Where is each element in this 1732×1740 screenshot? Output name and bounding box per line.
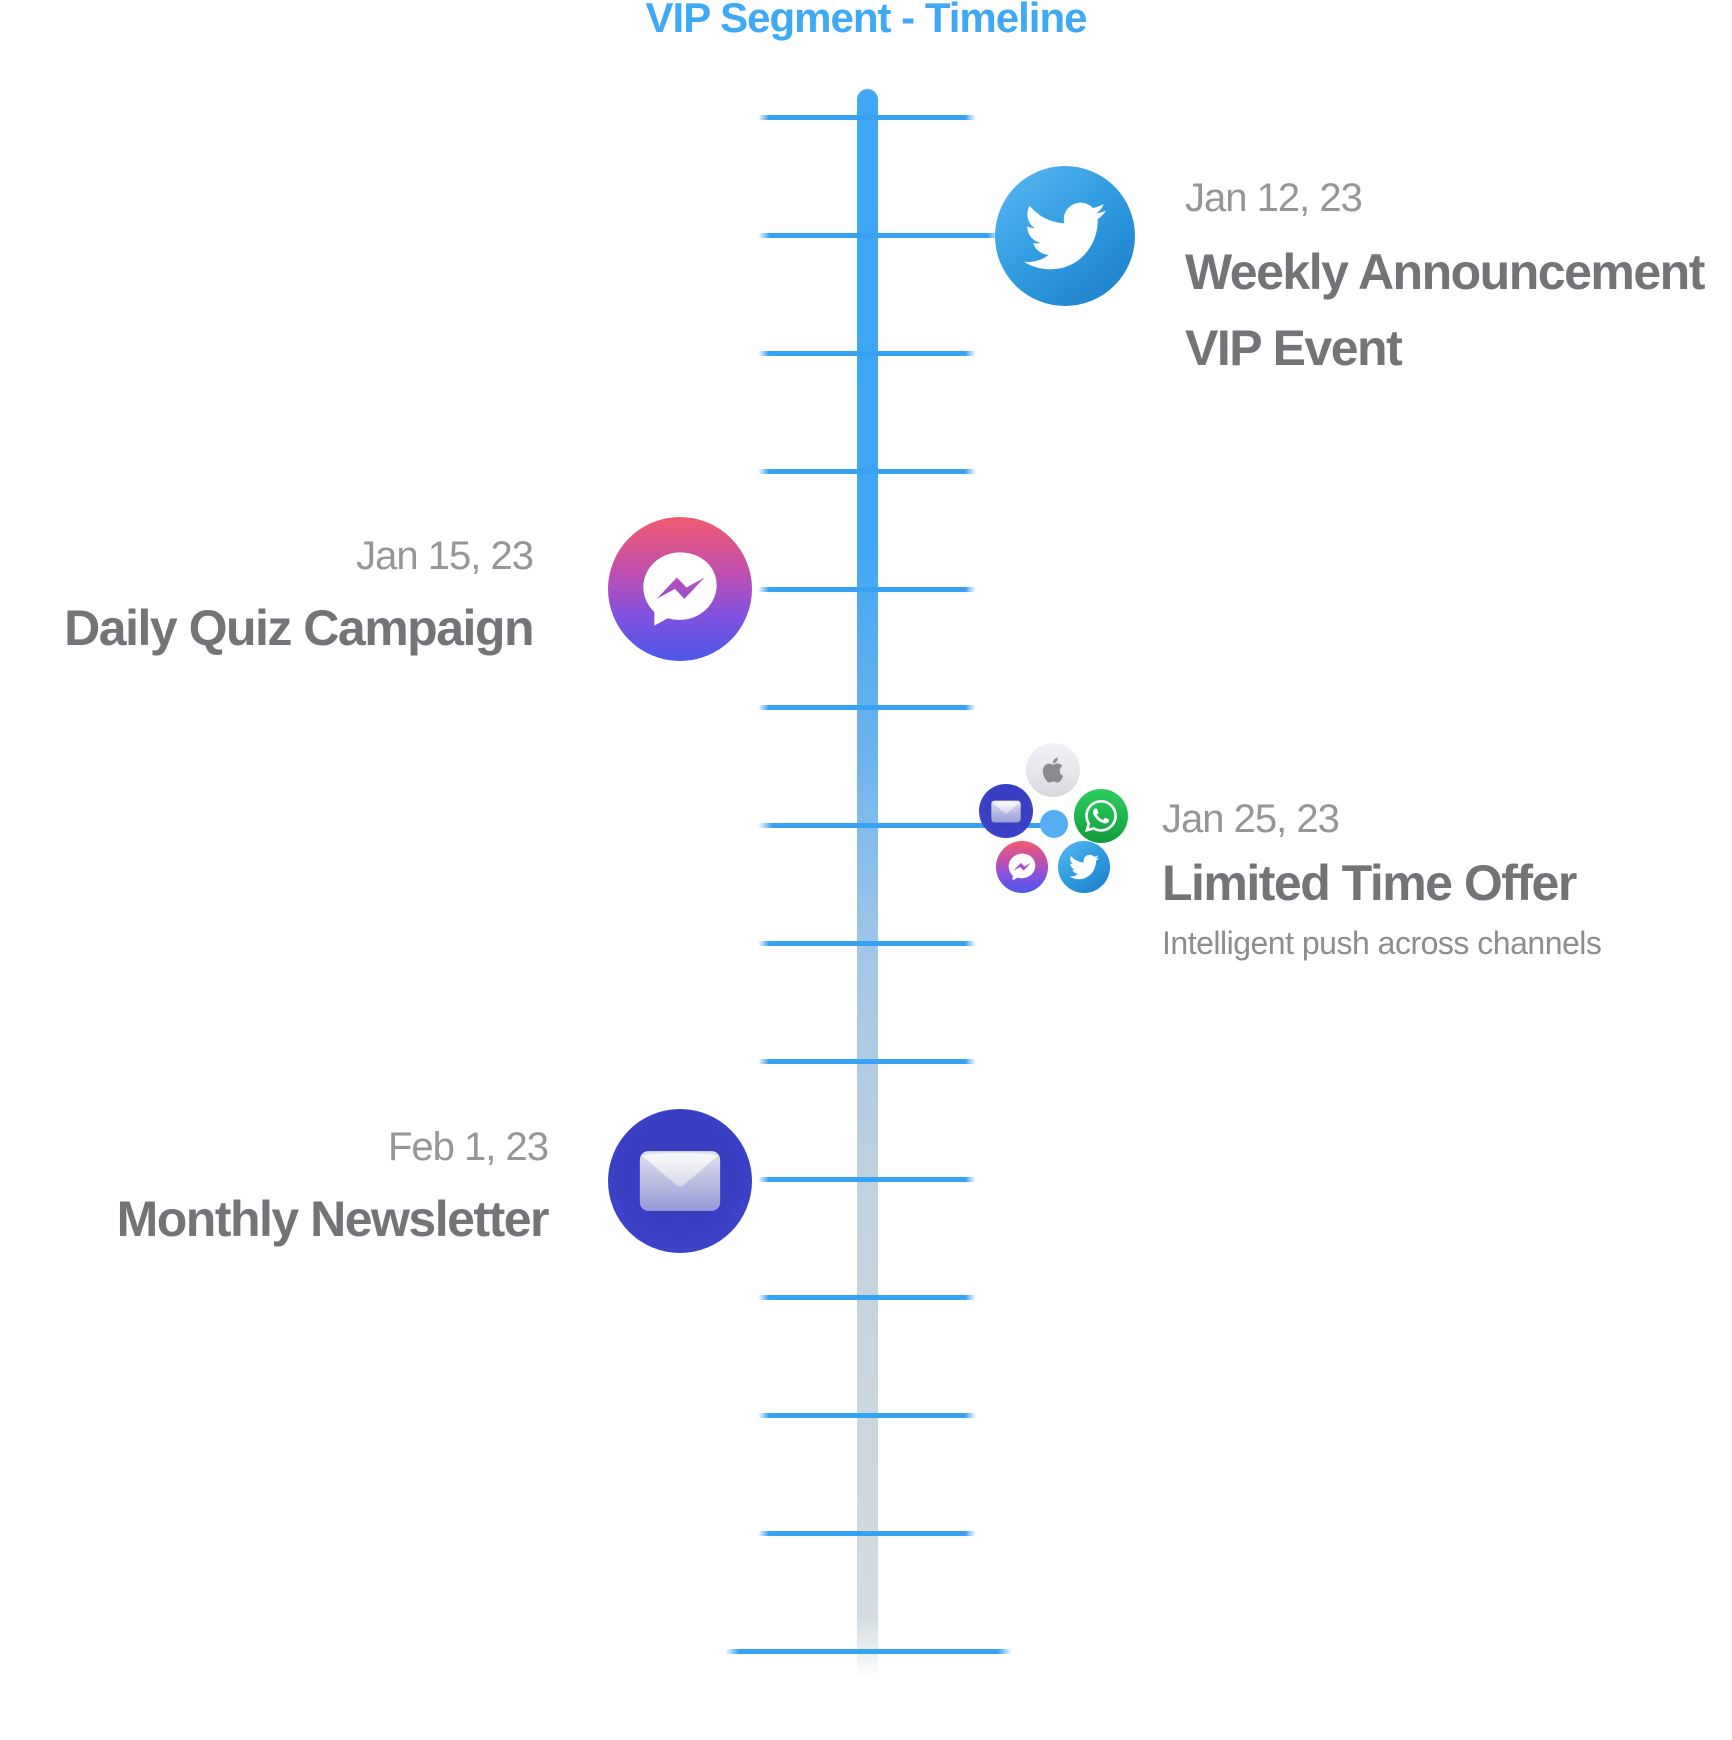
axis-tick bbox=[758, 350, 976, 356]
event-title-line: Monthly Newsletter bbox=[116, 1191, 550, 1247]
axis-tick bbox=[758, 1530, 976, 1536]
timeline-node-dot[interactable] bbox=[1040, 810, 1068, 838]
apple-logo-glyph bbox=[1042, 757, 1064, 783]
event-date: Jan 15, 23 bbox=[356, 534, 534, 578]
whatsapp-icon[interactable] bbox=[1074, 789, 1128, 843]
event-subtitle: Intelligent push across channels bbox=[1162, 925, 1602, 961]
axis-tick bbox=[758, 1412, 976, 1418]
messenger-icon[interactable] bbox=[608, 517, 752, 661]
axis-tick bbox=[758, 822, 1054, 828]
axis-tick bbox=[758, 1058, 976, 1064]
axis-tick bbox=[758, 114, 976, 120]
whatsapp-glyph bbox=[1085, 800, 1117, 832]
event-date: Jan 12, 23 bbox=[1185, 176, 1363, 220]
messenger-bolt-glyph bbox=[643, 552, 717, 626]
event-title-line: Daily Quiz Campaign bbox=[64, 600, 534, 656]
twitter-icon[interactable] bbox=[995, 166, 1135, 306]
event-date: Jan 25, 23 bbox=[1162, 797, 1340, 841]
axis-tick bbox=[758, 1294, 976, 1300]
page-title: VIP Segment - Timeline bbox=[645, 0, 1088, 41]
mail-icon[interactable] bbox=[608, 1109, 752, 1253]
mail-icon[interactable] bbox=[979, 784, 1033, 838]
event-jan25-text: Jan 25, 23 Limited Time Offer Intelligen… bbox=[1162, 797, 1602, 963]
event-title-line: Weekly Announcement bbox=[1185, 244, 1705, 300]
event-title-line: VIP Event bbox=[1185, 320, 1403, 376]
event-date: Feb 1, 23 bbox=[387, 1125, 549, 1169]
messenger-icon[interactable] bbox=[996, 841, 1048, 893]
apple-icon[interactable] bbox=[1026, 743, 1080, 797]
axis-tick bbox=[758, 232, 1000, 238]
twitter-bird-glyph bbox=[1069, 854, 1099, 880]
event-title-line: Limited Time Offer bbox=[1162, 855, 1577, 911]
envelope-glyph bbox=[639, 1151, 721, 1211]
event-jan15-text: Jan 15, 23 Daily Quiz Campaign bbox=[64, 534, 534, 666]
axis-tick bbox=[725, 1648, 1012, 1654]
twitter-icon[interactable] bbox=[1058, 841, 1110, 893]
envelope-glyph bbox=[991, 800, 1021, 822]
axis-tick bbox=[758, 586, 976, 592]
axis-tick bbox=[758, 940, 976, 946]
axis-tick bbox=[758, 704, 976, 710]
event-feb1-text: Feb 1, 23 Monthly Newsletter bbox=[116, 1125, 550, 1257]
timeline-axis bbox=[857, 89, 878, 1680]
messenger-bolt-glyph bbox=[1008, 853, 1036, 881]
axis-tick bbox=[758, 468, 976, 474]
event-jan12-text: Jan 12, 23 Weekly Announcement VIP Event bbox=[1185, 176, 1705, 386]
axis-tick bbox=[758, 1176, 976, 1182]
twitter-bird-glyph bbox=[1024, 202, 1106, 270]
